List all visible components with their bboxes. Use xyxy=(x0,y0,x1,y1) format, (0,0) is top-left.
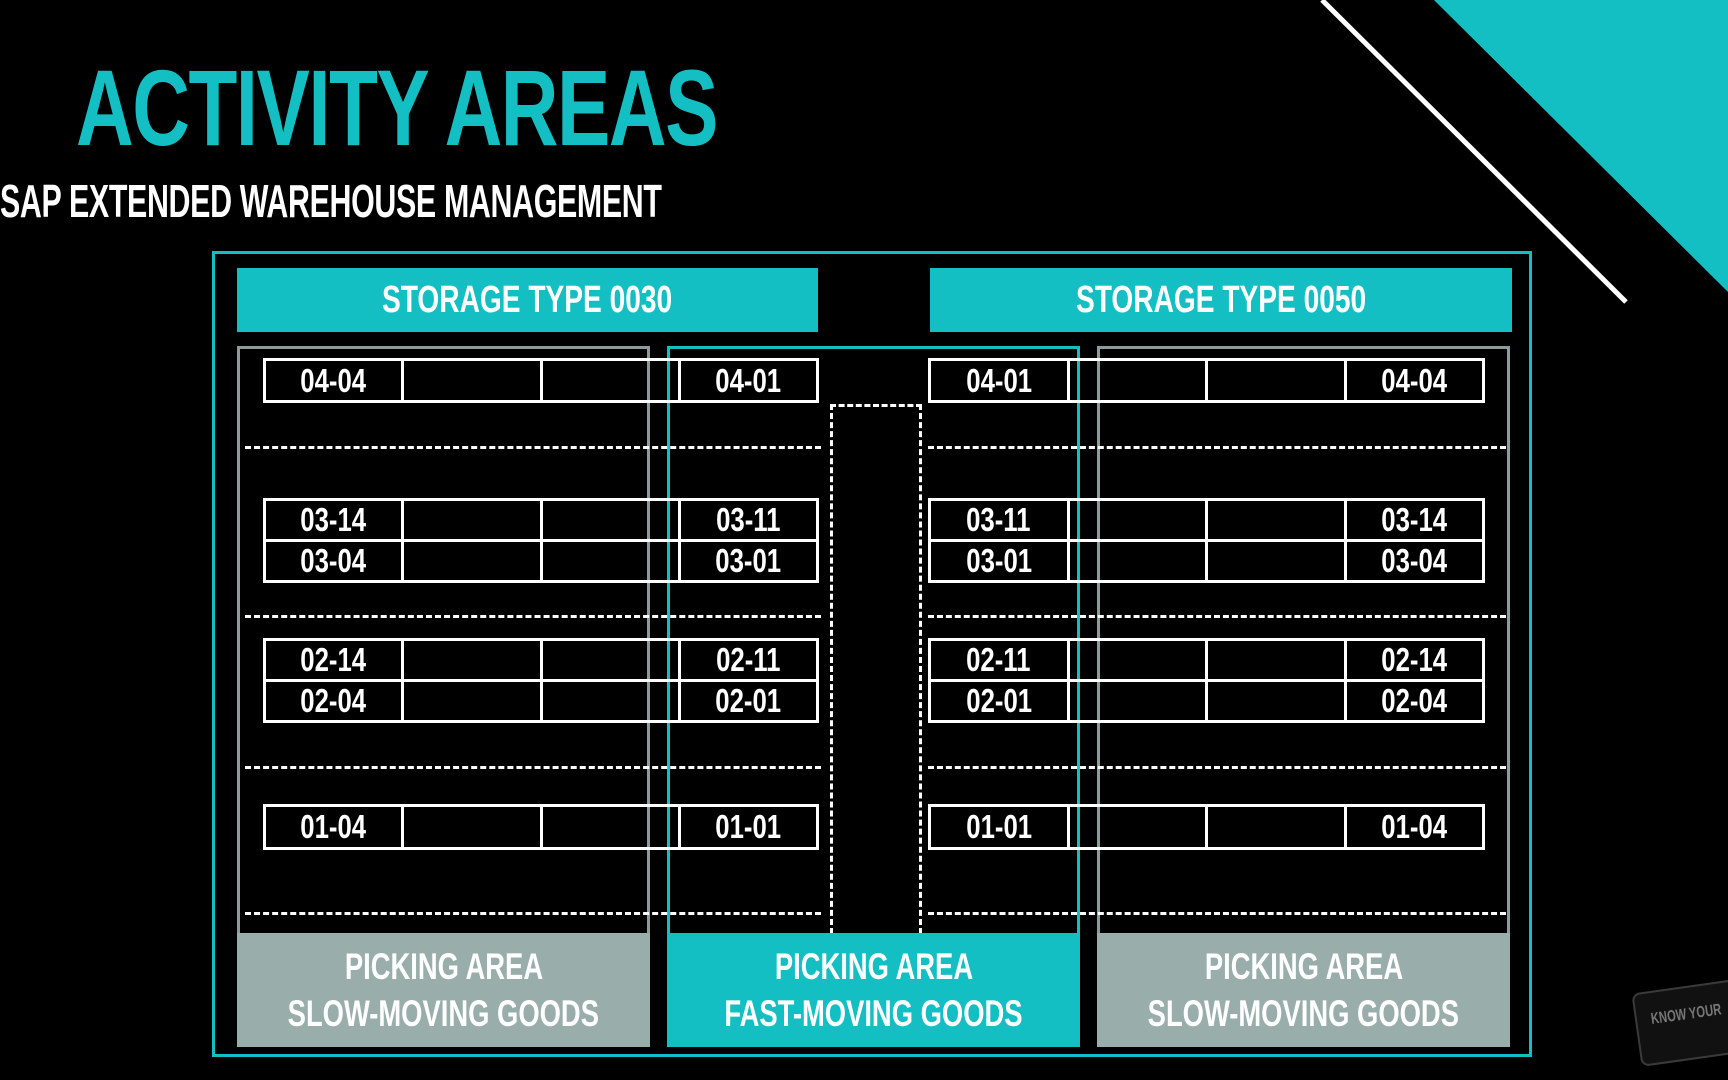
storage-bin xyxy=(543,641,681,679)
storage-bin: 02-01 xyxy=(931,682,1070,720)
aisle-line xyxy=(928,766,1506,769)
storage-bin xyxy=(404,807,543,847)
storage-bin: 02-04 xyxy=(266,682,405,720)
storage-bin: 01-01 xyxy=(931,807,1070,847)
storage-bin xyxy=(543,361,681,400)
storage-bin xyxy=(404,361,543,400)
storage-bin: 03-04 xyxy=(266,542,405,580)
aisle-line xyxy=(928,615,1506,618)
storage-bin: 01-04 xyxy=(266,807,405,847)
aisle-line xyxy=(245,766,821,769)
aisle-line xyxy=(245,912,821,915)
storage-bin: 03-01 xyxy=(715,542,782,579)
storage-bin xyxy=(404,641,543,679)
storage-bin: 03-04 xyxy=(1381,542,1448,579)
storage-bin xyxy=(404,542,543,580)
page-title: ACTIVITY AREAS xyxy=(76,47,718,168)
storage-bin: 03-11 xyxy=(716,501,781,538)
rack-row-right-04: 04-01 04-04 xyxy=(928,358,1485,403)
storage-bin xyxy=(1070,682,1208,720)
storage-type-0050-header: STORAGE TYPE 0050 xyxy=(930,268,1512,332)
storage-bin: 01-04 xyxy=(1381,808,1448,845)
rack-row-left-03-bottom: 03-04 03-01 xyxy=(263,539,819,583)
aisle-line xyxy=(928,446,1506,449)
channel-logo: KNOW YOUR xyxy=(1631,979,1728,1067)
rack-row-right-03-bottom: 03-01 03-04 xyxy=(928,539,1485,583)
area-label-line2: FAST-MOVING GOODS xyxy=(724,993,1023,1034)
aisle-line xyxy=(928,912,1506,915)
storage-bin xyxy=(543,542,681,580)
corner-diagonal-line xyxy=(1320,0,1628,304)
storage-bin xyxy=(543,682,681,720)
rack-row-left-02-bottom: 02-04 02-01 xyxy=(263,679,819,723)
storage-bin: 03-01 xyxy=(931,542,1070,580)
area-label-line1: PICKING AREA xyxy=(1204,946,1403,987)
storage-bin xyxy=(1208,641,1347,679)
storage-bin: 02-01 xyxy=(715,682,782,719)
storage-bin: 02-11 xyxy=(716,641,781,678)
storage-bin xyxy=(1208,501,1347,539)
storage-bin: 04-04 xyxy=(1381,361,1448,399)
rack-row-left-02-top: 02-14 02-11 xyxy=(263,638,819,682)
storage-bin: 04-01 xyxy=(931,361,1070,400)
storage-bin: 02-04 xyxy=(1381,682,1448,719)
rack-row-right-01: 01-01 01-04 xyxy=(928,804,1485,850)
storage-bin xyxy=(1070,361,1208,400)
storage-bin: 04-01 xyxy=(715,361,782,399)
rack-row-left-03-top: 03-14 03-11 xyxy=(263,498,819,542)
storage-bin: 02-14 xyxy=(266,641,405,679)
storage-bin: 02-14 xyxy=(1381,641,1448,678)
area-label-line1: PICKING AREA xyxy=(774,946,973,987)
storage-bin: 02-11 xyxy=(931,641,1070,679)
storage-type-0030-header: STORAGE TYPE 0030 xyxy=(237,268,818,332)
storage-bin xyxy=(1070,501,1208,539)
rack-row-left-04: 04-04 04-01 xyxy=(263,358,819,403)
rack-row-right-02-top: 02-11 02-14 xyxy=(928,638,1485,682)
corner-accent-triangle xyxy=(1434,0,1728,292)
rack-row-right-03-top: 03-11 03-14 xyxy=(928,498,1485,542)
picking-area-slow-left: PICKING AREA SLOW-MOVING GOODS xyxy=(237,933,650,1047)
storage-bin xyxy=(1208,682,1347,720)
storage-bin xyxy=(1208,542,1347,580)
storage-bin xyxy=(404,682,543,720)
storage-bin: 04-04 xyxy=(266,361,405,400)
area-label-line2: SLOW-MOVING GOODS xyxy=(287,993,600,1034)
area-label-line2: SLOW-MOVING GOODS xyxy=(1147,993,1460,1034)
storage-bin: 01-01 xyxy=(715,808,782,845)
picking-area-slow-right: PICKING AREA SLOW-MOVING GOODS xyxy=(1097,933,1510,1047)
storage-bin xyxy=(1070,807,1208,847)
picking-area-fast: PICKING AREA FAST-MOVING GOODS xyxy=(667,933,1080,1047)
warehouse-frame xyxy=(212,251,1532,1057)
area-label-line1: PICKING AREA xyxy=(344,946,543,987)
storage-bin xyxy=(1208,361,1347,400)
central-aisle xyxy=(830,404,922,934)
storage-bin xyxy=(543,501,681,539)
storage-bin: 03-14 xyxy=(266,501,405,539)
storage-bin xyxy=(1208,807,1347,847)
storage-bin: 03-14 xyxy=(1381,501,1448,538)
storage-bin xyxy=(404,501,543,539)
page-subtitle: SAP EXTENDED WAREHOUSE MANAGEMENT xyxy=(0,175,662,227)
rack-row-right-02-bottom: 02-01 02-04 xyxy=(928,679,1485,723)
logo-text: KNOW YOUR xyxy=(1649,1001,1723,1029)
aisle-line xyxy=(245,446,821,449)
storage-bin: 03-11 xyxy=(931,501,1070,539)
storage-type-label: STORAGE TYPE 0050 xyxy=(1075,278,1367,321)
storage-bin xyxy=(543,807,681,847)
storage-bin xyxy=(1070,542,1208,580)
rack-row-left-01: 01-04 01-01 xyxy=(263,804,819,850)
aisle-line xyxy=(245,615,821,618)
storage-type-label: STORAGE TYPE 0030 xyxy=(382,278,673,321)
storage-bin xyxy=(1070,641,1208,679)
